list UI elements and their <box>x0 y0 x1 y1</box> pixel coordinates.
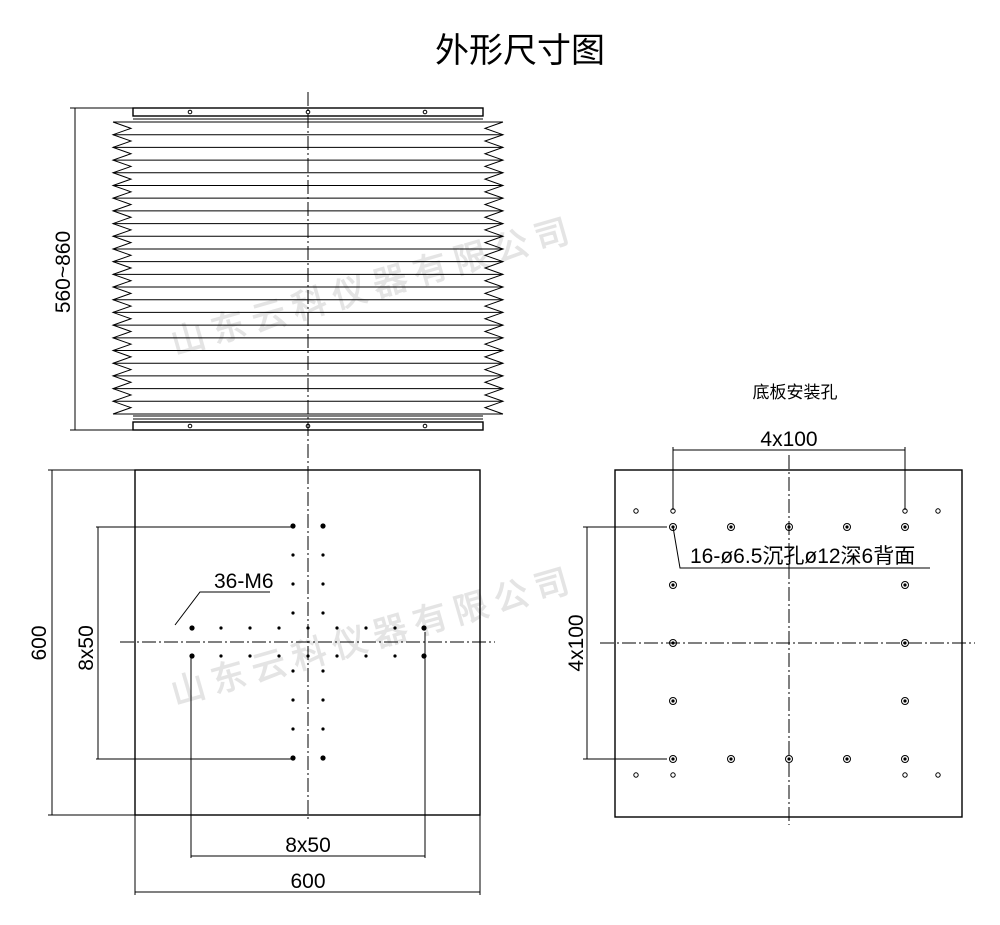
counterbore-hole <box>669 697 677 705</box>
bottom-side-dimension: 4x100 <box>565 614 588 671</box>
top-plate-hole <box>335 654 339 658</box>
top-plate-hole <box>277 654 281 658</box>
top-plate-hole <box>321 553 325 557</box>
counterbore-leader-line <box>672 526 930 569</box>
counterbore-hole <box>901 697 909 705</box>
counterbore-hole <box>669 581 677 589</box>
counterbore-hole <box>669 755 677 763</box>
counterbore-hole <box>843 755 851 763</box>
top-plate-hole <box>393 626 397 630</box>
top-plate-plan: 8x50 600 8x50 600 36-M6 <box>28 469 495 895</box>
corner-hole <box>902 772 908 778</box>
top-plate-hole <box>248 654 252 658</box>
counterbore-hole <box>785 523 793 531</box>
top-plate-hole <box>321 582 325 586</box>
corner-hole <box>935 508 941 514</box>
counterbore-hole-callout: 16-ø6.5沉孔ø12深6背面 <box>690 545 915 568</box>
top-plate-hole <box>290 755 296 761</box>
bellows-elevation: 560~860 <box>52 92 505 470</box>
top-plate-hole <box>219 654 223 658</box>
bellows-left-edge <box>111 121 133 415</box>
counterbore-hole <box>901 755 909 763</box>
top-plate-hole <box>291 669 295 673</box>
elevation-height-dimension: 560~860 <box>52 231 75 313</box>
counterbore-hole <box>901 639 909 647</box>
counterbore-hole <box>727 755 735 763</box>
bellows-right-edge <box>483 121 505 415</box>
vertical-pitch-dimension: 8x50 <box>75 625 98 671</box>
top-plate-hole <box>321 698 325 702</box>
top-plate-hole <box>364 626 368 630</box>
top-plate-hole <box>219 626 223 630</box>
m6-leader-line <box>174 591 270 626</box>
corner-hole <box>935 772 941 778</box>
top-plate-hole <box>321 669 325 673</box>
top-plate-hole <box>291 553 295 557</box>
top-plate-hole <box>291 698 295 702</box>
bottom-plate-caption: 底板安装孔 <box>753 383 838 403</box>
corner-hole <box>670 772 676 778</box>
bottom-plate-hole-pattern <box>633 508 941 778</box>
counterbore-hole <box>669 639 677 647</box>
top-plate-hole <box>393 654 397 658</box>
top-plate-hole <box>335 626 339 630</box>
top-plate-hole <box>320 523 326 529</box>
top-plate-hole <box>321 727 325 731</box>
counterbore-hole <box>727 523 735 531</box>
outer-width-dimension: 600 <box>290 870 325 893</box>
watermark-upper: 山东云科仪器有限公司 <box>166 209 581 363</box>
counterbore-hole <box>785 755 793 763</box>
top-plate-hole <box>291 582 295 586</box>
top-plate-hole <box>306 654 310 658</box>
top-plate-hole <box>248 626 252 630</box>
corner-hole <box>633 508 639 514</box>
top-plate-hole <box>306 626 310 630</box>
bottom-plate-plan: 底板安装孔 4x100 4x100 16-ø6.5沉孔ø12深6背面 <box>565 383 975 825</box>
corner-hole <box>633 772 639 778</box>
top-plate-hole <box>421 625 427 631</box>
top-plate-hole <box>364 654 368 658</box>
horizontal-pitch-dimension: 8x50 <box>285 834 331 857</box>
top-plate-hole <box>291 727 295 731</box>
counterbore-hole <box>843 523 851 531</box>
top-plate-hole <box>291 611 295 615</box>
drawing-title: 外形尺寸图 <box>435 31 605 71</box>
top-plate-hole <box>277 626 281 630</box>
top-plate-hole <box>421 653 427 659</box>
top-plate-hole <box>189 653 195 659</box>
counterbore-hole <box>669 523 677 531</box>
top-plate-hole <box>189 625 195 631</box>
counterbore-hole <box>901 523 909 531</box>
top-plate-hole <box>320 755 326 761</box>
bottom-top-dimension: 4x100 <box>760 428 817 451</box>
top-plate-hole <box>321 611 325 615</box>
top-plate-hole <box>290 523 296 529</box>
m6-hole-callout: 36-M6 <box>214 570 274 593</box>
counterbore-hole <box>901 581 909 589</box>
outer-height-dimension: 600 <box>28 625 51 660</box>
